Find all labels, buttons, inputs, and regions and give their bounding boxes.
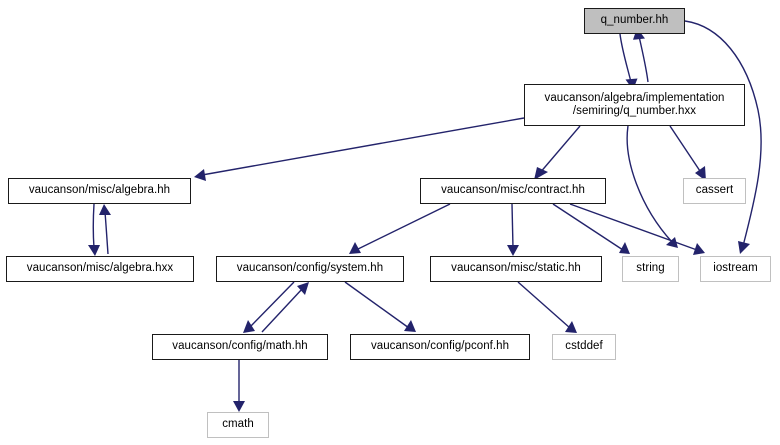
- edge-static_hh-to-cstddef: [517, 281, 571, 329]
- node-label-contract_hh: vaucanson/misc/contract.hh: [441, 184, 585, 197]
- node-system_hh[interactable]: vaucanson/config/system.hh: [216, 256, 404, 282]
- node-iostream[interactable]: iostream: [700, 256, 771, 282]
- node-label-string: string: [636, 262, 665, 275]
- arrowhead-algebra_hh-to-algebra_hxx: [88, 245, 100, 256]
- arrowhead-contract_hh-to-static_hh: [507, 245, 519, 256]
- node-label-algebra_hh: vaucanson/misc/algebra.hh: [28, 184, 171, 197]
- node-label-algebra_hxx: vaucanson/misc/algebra.hxx: [26, 262, 174, 275]
- arrowhead-contract_hh-to-system_hh: [349, 242, 361, 254]
- edge-contract_hh-to-static_hh: [511, 203, 514, 249]
- node-q_number_hxx[interactable]: vaucanson/algebra/implementation /semiri…: [524, 84, 745, 126]
- arrowhead-q_number_hxx-to-algebra_hh: [194, 169, 206, 181]
- edge-system_hh-to-pconf_hh: [344, 281, 410, 329]
- arrowhead-contract_hh-to-string: [619, 242, 630, 254]
- edge-contract_hh-to-iostream: [569, 203, 698, 251]
- node-algebra_hh[interactable]: vaucanson/misc/algebra.hh: [8, 178, 191, 204]
- edge-q_number_hxx-to-contract_hh: [538, 125, 581, 175]
- node-label-pconf_hh: vaucanson/config/pconf.hh: [370, 340, 510, 353]
- node-cstddef[interactable]: cstddef: [552, 334, 616, 360]
- node-q_number_hh[interactable]: q_number.hh: [584, 8, 685, 34]
- arrowhead-system_hh-to-pconf_hh: [404, 320, 416, 332]
- node-contract_hh[interactable]: vaucanson/misc/contract.hh: [420, 178, 606, 204]
- node-label-iostream: iostream: [713, 262, 758, 275]
- node-label-static_hh: vaucanson/misc/static.hh: [451, 262, 581, 275]
- arrowhead-system_hh-to-math_hh: [243, 320, 255, 333]
- edge-contract_hh-to-string: [552, 203, 624, 251]
- arrowhead-algebra_hxx-to-algebra_hh: [99, 204, 111, 215]
- edge-system_hh-to-math_hh: [248, 281, 295, 329]
- node-label-system_hh: vaucanson/config/system.hh: [236, 262, 384, 275]
- arrowhead-q_number_hxx-to-contract_hh: [534, 167, 548, 180]
- edge-algebra_hxx-to-algebra_hh: [104, 211, 109, 255]
- node-label-cassert: cassert: [695, 184, 734, 197]
- arrowhead-math_hh-to-cmath: [233, 401, 245, 412]
- node-string[interactable]: string: [622, 256, 679, 282]
- arrowhead-q_number_hxx-to-cassert: [695, 166, 706, 181]
- edge-contract_hh-to-system_hh: [355, 203, 451, 251]
- arrowhead-math_hh-to-system_hh: [297, 282, 309, 295]
- node-label-q_number_hxx: vaucanson/algebra/implementation /semiri…: [544, 91, 725, 118]
- edge-q_number_hh-to-q_number_hxx: [619, 33, 632, 83]
- arrowhead-q_number_hxx-to-iostream: [666, 237, 678, 248]
- arrowhead-contract_hh-to-iostream: [693, 243, 705, 255]
- edge-q_number_hxx-to-algebra_hh: [201, 117, 525, 176]
- edge-q_number_hh-to-iostream: [684, 20, 762, 247]
- node-cassert[interactable]: cassert: [683, 178, 746, 204]
- arrowhead-static_hh-to-cstddef: [565, 321, 577, 333]
- edge-q_number_hxx-to-cassert: [669, 125, 703, 175]
- node-label-q_number_hh: q_number.hh: [600, 14, 669, 27]
- node-label-cmath: cmath: [222, 418, 254, 431]
- node-algebra_hxx[interactable]: vaucanson/misc/algebra.hxx: [6, 256, 194, 282]
- arrowhead-q_number_hh-to-iostream: [738, 241, 750, 254]
- node-label-math_hh: vaucanson/config/math.hh: [172, 340, 308, 353]
- edge-q_number_hxx-to-q_number_hh: [638, 35, 649, 83]
- edge-q_number_hxx-to-iostream: [626, 125, 673, 243]
- edge-algebra_hh-to-algebra_hxx: [92, 203, 95, 249]
- node-static_hh[interactable]: vaucanson/misc/static.hh: [430, 256, 602, 282]
- node-pconf_hh[interactable]: vaucanson/config/pconf.hh: [350, 334, 530, 360]
- node-cmath[interactable]: cmath: [207, 412, 269, 438]
- node-label-cstddef: cstddef: [565, 340, 603, 353]
- node-math_hh[interactable]: vaucanson/config/math.hh: [152, 334, 328, 360]
- edge-math_hh-to-system_hh: [261, 287, 304, 333]
